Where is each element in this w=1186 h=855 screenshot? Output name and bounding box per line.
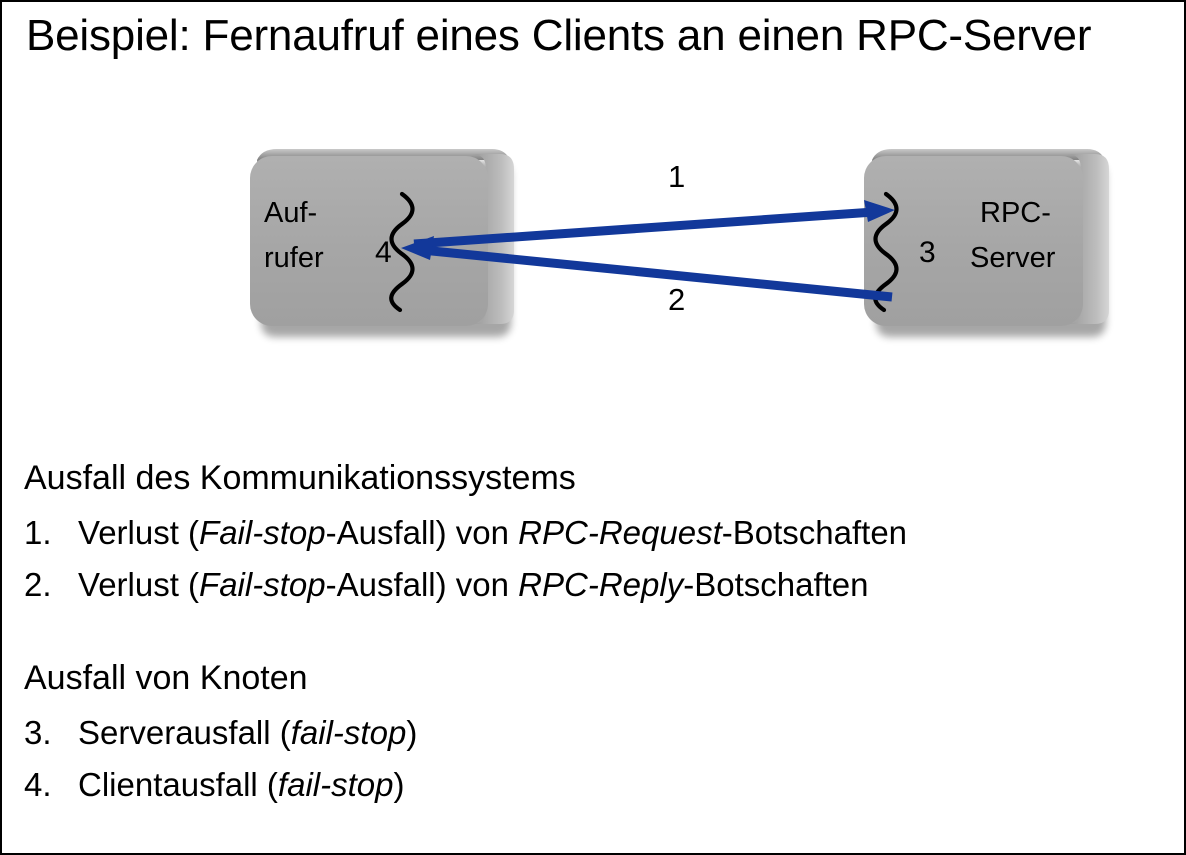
section2-heading: Ausfall von Knoten — [24, 659, 308, 697]
list-item-number: 2. — [24, 566, 52, 603]
client-fault-number: 4 — [375, 236, 392, 269]
list-item-text: Clientausfall (fail-stop) — [78, 766, 405, 803]
rpc-diagram: Auf- rufer 4 RPC- Server 3 — [2, 132, 1184, 362]
list-item-number: 3. — [24, 714, 52, 751]
server-label-line2: Server — [970, 242, 1056, 274]
server-node[interactable]: RPC- Server 3 — [864, 149, 1109, 332]
page-title: Beispiel: Fernaufruf eines Clients an ei… — [26, 11, 1092, 60]
list-item-text: Verlust (Fail-stop-Ausfall) von RPC-Repl… — [78, 566, 869, 603]
client-box-top-face — [257, 149, 510, 172]
arrow-reply[interactable]: 2 — [401, 236, 893, 317]
client-label-line1: Auf- — [264, 197, 317, 229]
server-box-side-face — [1067, 154, 1109, 324]
server-label-line1: RPC- — [980, 197, 1051, 229]
arrow-reply-label: 2 — [668, 282, 685, 317]
section1-heading: Ausfall des Kommunikationssystems — [24, 459, 576, 497]
arrow-request[interactable]: 1 — [413, 159, 895, 249]
server-fault-number: 3 — [919, 236, 936, 269]
list-item: 1. Verlust (Fail-stop-Ausfall) von RPC-R… — [24, 507, 1164, 559]
arrow-request-label: 1 — [668, 159, 685, 194]
section2-list: 3. Serverausfall (fail-stop) 4. Clientau… — [24, 707, 1164, 811]
list-item-number: 1. — [24, 514, 52, 551]
client-box-front-face — [250, 156, 488, 326]
server-box-top-face — [872, 149, 1105, 172]
section-spacer — [24, 611, 1164, 657]
list-item: 3. Serverausfall (fail-stop) — [24, 707, 1164, 759]
client-label-line2: rufer — [264, 242, 324, 274]
client-squiggle-icon — [389, 191, 415, 313]
section1-list: 1. Verlust (Fail-stop-Ausfall) von RPC-R… — [24, 507, 1164, 611]
list-item-number: 4. — [24, 766, 52, 803]
body-text: Ausfall des Kommunikationssystems 1. Ver… — [24, 457, 1164, 811]
list-item-text: Serverausfall (fail-stop) — [78, 714, 418, 751]
server-box-front-face — [864, 156, 1083, 326]
client-node[interactable]: Auf- rufer 4 — [250, 149, 514, 332]
list-item-text: Verlust (Fail-stop-Ausfall) von RPC-Requ… — [78, 514, 908, 551]
list-item: 2. Verlust (Fail-stop-Ausfall) von RPC-R… — [24, 559, 1164, 611]
list-item: 4. Clientausfall (fail-stop) — [24, 759, 1164, 811]
